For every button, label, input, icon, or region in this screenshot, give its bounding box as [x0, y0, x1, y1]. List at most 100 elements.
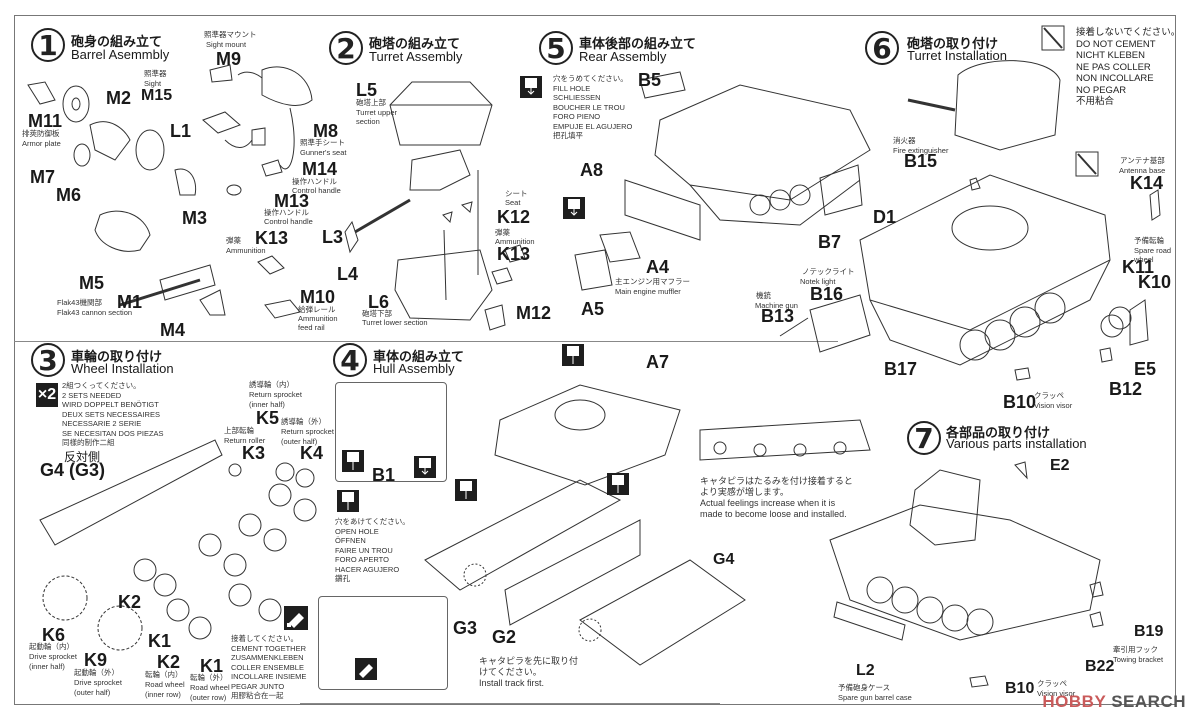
step-number: 1 — [31, 28, 65, 62]
part-desc-jp: 機銃 — [756, 291, 771, 300]
no-cement-icon — [1076, 152, 1098, 176]
part-label-b12: B12 — [1109, 379, 1143, 399]
step-title-en: Turret Assembly — [369, 49, 463, 64]
part-desc-en: Sight mount — [206, 40, 247, 49]
part-desc-jp: 誘導輪（外） — [281, 417, 326, 426]
part-desc-en: Ammunition — [298, 314, 338, 323]
part-desc-jp: 操作ハンドル — [292, 177, 337, 186]
part-desc-en: Turret lower section — [362, 318, 428, 327]
part-label-e5: E5 — [1134, 359, 1157, 379]
hobby-search-watermark: HOBBY SEARCH — [1042, 692, 1186, 712]
part-desc-en: (inner row) — [145, 690, 181, 699]
part-desc-en: Vision visor — [1037, 689, 1076, 698]
open-hole-icon — [562, 344, 584, 366]
part-label-b16: B16 — [810, 284, 844, 304]
step-title-jp: 砲塔の取り付け — [907, 37, 999, 52]
part-label-l4: L4 — [337, 264, 359, 284]
part-label-g3: G3 — [453, 618, 478, 638]
part-desc-en: Drive sprocket — [29, 652, 77, 661]
step-title-en: Wheel Installation — [71, 361, 174, 376]
part-desc-en: Ammunition — [226, 246, 266, 255]
part-label-m13: M13 — [274, 191, 310, 211]
part-label-b1: B1 — [372, 465, 396, 485]
step-title-jp: 砲塔の組み立て — [369, 37, 461, 52]
part-label-a7: A7 — [646, 352, 670, 372]
watermark-text: SEARCH — [1105, 692, 1186, 711]
part-desc-jp: 砲塔下部 — [362, 309, 392, 318]
part-label-k6: K6 — [42, 625, 66, 645]
part-label-k1: K1 — [200, 656, 224, 676]
part-desc-jp: 転輪（外） — [190, 673, 228, 682]
part-desc-jp: クラッペ — [1037, 679, 1067, 688]
step-number: 7 — [907, 421, 941, 455]
part-desc-en: Vision visor — [1034, 401, 1073, 410]
install-track-first-note: キャタピラを先に取り付 けてください。 Install track first. — [479, 656, 579, 688]
part-desc-en: Turret upper — [356, 108, 397, 117]
part-label-m14: M14 — [302, 159, 338, 179]
part-desc-en: Armor plate — [22, 139, 61, 148]
part-desc-jp: 予備転輪 — [1134, 236, 1164, 245]
part-desc-jp: 照準器マウント — [204, 30, 257, 39]
open-hole-icon — [337, 490, 359, 512]
part-desc-en: Control handle — [264, 217, 313, 226]
part-label-m10: M10 — [300, 287, 336, 307]
part-desc-en: (inner half) — [29, 662, 65, 671]
part-desc-jp: 排莢防御板 — [22, 129, 60, 138]
open-hole-icon — [607, 473, 629, 495]
step-number: 4 — [333, 343, 367, 377]
part-desc-en: Road wheel — [190, 683, 230, 692]
part-label-m7: M7 — [30, 167, 56, 187]
step-title-en: Barrel Asemmbly — [71, 47, 170, 62]
part-label-g2: G2 — [492, 627, 517, 647]
part-label-b19: B19 — [1134, 623, 1164, 640]
fill-hole-icon — [520, 76, 542, 98]
part-desc-en: Spare gun barrel case — [838, 693, 912, 702]
part-desc-en: Road wheel — [145, 680, 185, 689]
part-desc-jp: 消火器 — [893, 136, 916, 145]
part-desc-jp: シート — [505, 189, 528, 198]
part-desc-en: Return sprocket — [281, 427, 334, 436]
step-title-en: Various parts installation — [946, 436, 1087, 451]
open-hole-icon — [455, 479, 477, 501]
open-hole-note: 穴をあけてください。 OPEN HOLE ÖFFNEN FAIRE UN TRO… — [335, 517, 410, 583]
part-label-e2: E2 — [1050, 457, 1070, 474]
part-label-m3: M3 — [182, 208, 208, 228]
part-label-b22: B22 — [1085, 658, 1115, 675]
part-label-b10: B10 — [1003, 392, 1037, 412]
part-desc-jp: 起動輪（外） — [74, 668, 119, 677]
step-title-jp: 車体後部の組み立て — [579, 37, 697, 52]
part-label-k12: K12 — [497, 207, 531, 227]
instruction-sheet — [14, 15, 1176, 705]
step-number: 6 — [865, 31, 899, 65]
part-desc-en: (outer row) — [190, 693, 227, 702]
step-title-en: Hull Assembly — [373, 361, 455, 376]
part-desc-jp: 予備砲身ケース — [838, 683, 891, 692]
part-desc-en: Control handle — [292, 186, 341, 195]
part-label-k14: K14 — [1130, 173, 1164, 193]
step-title-en: Turret Installation — [907, 48, 1007, 63]
part-desc-jp: 牽引用フック — [1113, 645, 1158, 654]
part-label-m11: M11 — [28, 111, 63, 131]
fill-hole-icon — [563, 197, 585, 219]
part-label-m4: M4 — [160, 320, 186, 340]
no-cement-icon — [1042, 26, 1064, 50]
part-label-g4: G4 — [713, 551, 735, 568]
track-slack-note: キャタピラはたるみを付け接着すると より実感が増します。 Actual feel… — [700, 476, 853, 519]
part-desc-jp: 転輪（内） — [145, 670, 183, 679]
part-desc-en: Machine gun — [755, 301, 798, 310]
fill-hole-note: 穴をうめてください。 FILL HOLE SCHLIESSEN BOUCHER … — [553, 74, 633, 140]
step-title-jp: 各部品の取り付け — [946, 426, 1051, 441]
part-desc-en: Antenna base — [1119, 166, 1166, 175]
divider — [318, 341, 838, 342]
step-number: 2 — [329, 31, 363, 65]
part-desc-jp: Flak43機関部 — [57, 298, 103, 307]
part-label-k1: K1 — [148, 631, 172, 651]
part-label-k2: K2 — [118, 592, 142, 612]
part-label-k13: K13 — [497, 244, 531, 264]
part-desc-en: Notek light — [800, 277, 836, 286]
part-label-m9: M9 — [216, 49, 242, 69]
part-label-m15: M15 — [141, 87, 173, 104]
part-desc-jp: 弾薬 — [226, 236, 241, 245]
part-desc-jp: アンテナ基部 — [1120, 156, 1165, 165]
part-desc-en: section — [356, 117, 380, 126]
